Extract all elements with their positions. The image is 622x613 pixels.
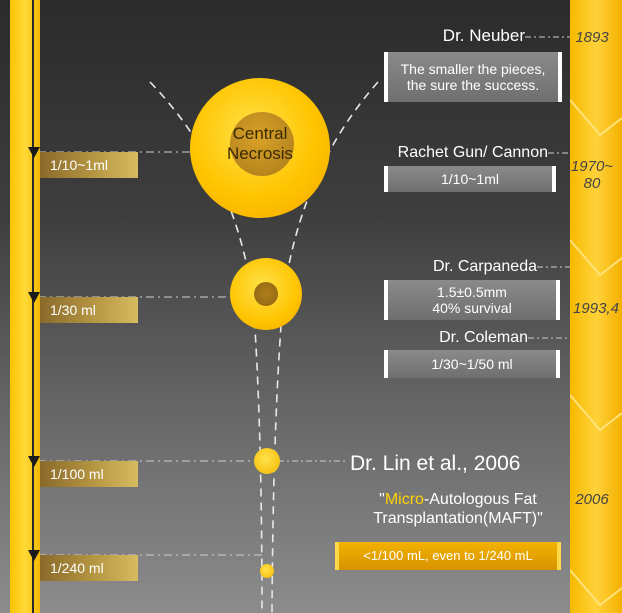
maft-line-1: "Micro-Autologous Fat <box>348 490 568 509</box>
axis-arrow-icon <box>28 456 40 467</box>
maft-line-1-rest: -Autologous Fat <box>423 491 537 508</box>
axis-arrow-icon <box>28 147 40 158</box>
year-label: 1993,4 <box>573 300 619 317</box>
carpaneda-name: Dr. Carpaneda <box>432 258 537 275</box>
small-fat-graft-circle <box>254 448 280 474</box>
year-timeline-bar <box>570 0 622 613</box>
quote-close: " <box>537 510 543 527</box>
neuber-name: Dr. Neuber <box>442 26 525 45</box>
central-necrosis-label: Central Necrosis <box>226 124 294 163</box>
rachet-value-box: 1/10~1ml <box>384 166 556 192</box>
coleman-value-box: 1/30~1/50 ml <box>384 350 560 378</box>
axis-arrow-icon <box>28 550 40 561</box>
neuber-quote-box: The smaller the pieces, the sure the suc… <box>384 52 562 102</box>
maft-description: "Micro-Autologous Fat Transplantation(MA… <box>348 490 568 528</box>
volume-label: 1/240 ml <box>40 555 138 581</box>
volume-label: 1/100 ml <box>40 461 138 487</box>
volume-label: 1/30 ml <box>40 297 138 323</box>
year-label: 1893 <box>575 29 609 46</box>
micro-highlight: Micro <box>384 491 424 508</box>
carpaneda-value-box: 1.5±0.5mm 40% survival <box>384 280 560 320</box>
necrosis-core <box>230 112 294 176</box>
axis-arrow-icon <box>28 292 40 303</box>
year-label: 1970~ 80 <box>570 158 614 192</box>
maft-volume-bar: <1/100 mL, even to 1/240 mL <box>335 542 561 570</box>
quote-open: " <box>379 491 385 508</box>
maft-line-2-text: Transplantation(MAFT) <box>373 510 538 527</box>
left-axis-line <box>32 0 34 613</box>
coleman-name: Dr. Coleman <box>439 329 528 346</box>
left-axis-bar <box>10 0 40 613</box>
maft-line-2: Transplantation(MAFT)" <box>348 509 568 528</box>
lin-title: Dr. Lin et al., 2006 <box>350 452 521 475</box>
year-label: 2006 <box>575 491 609 508</box>
volume-label: 1/10~1ml <box>40 152 138 178</box>
medium-necrosis-core <box>254 282 278 306</box>
micro-fat-graft-circle <box>260 564 274 578</box>
rachet-name: Rachet Gun/ Cannon <box>397 144 548 161</box>
